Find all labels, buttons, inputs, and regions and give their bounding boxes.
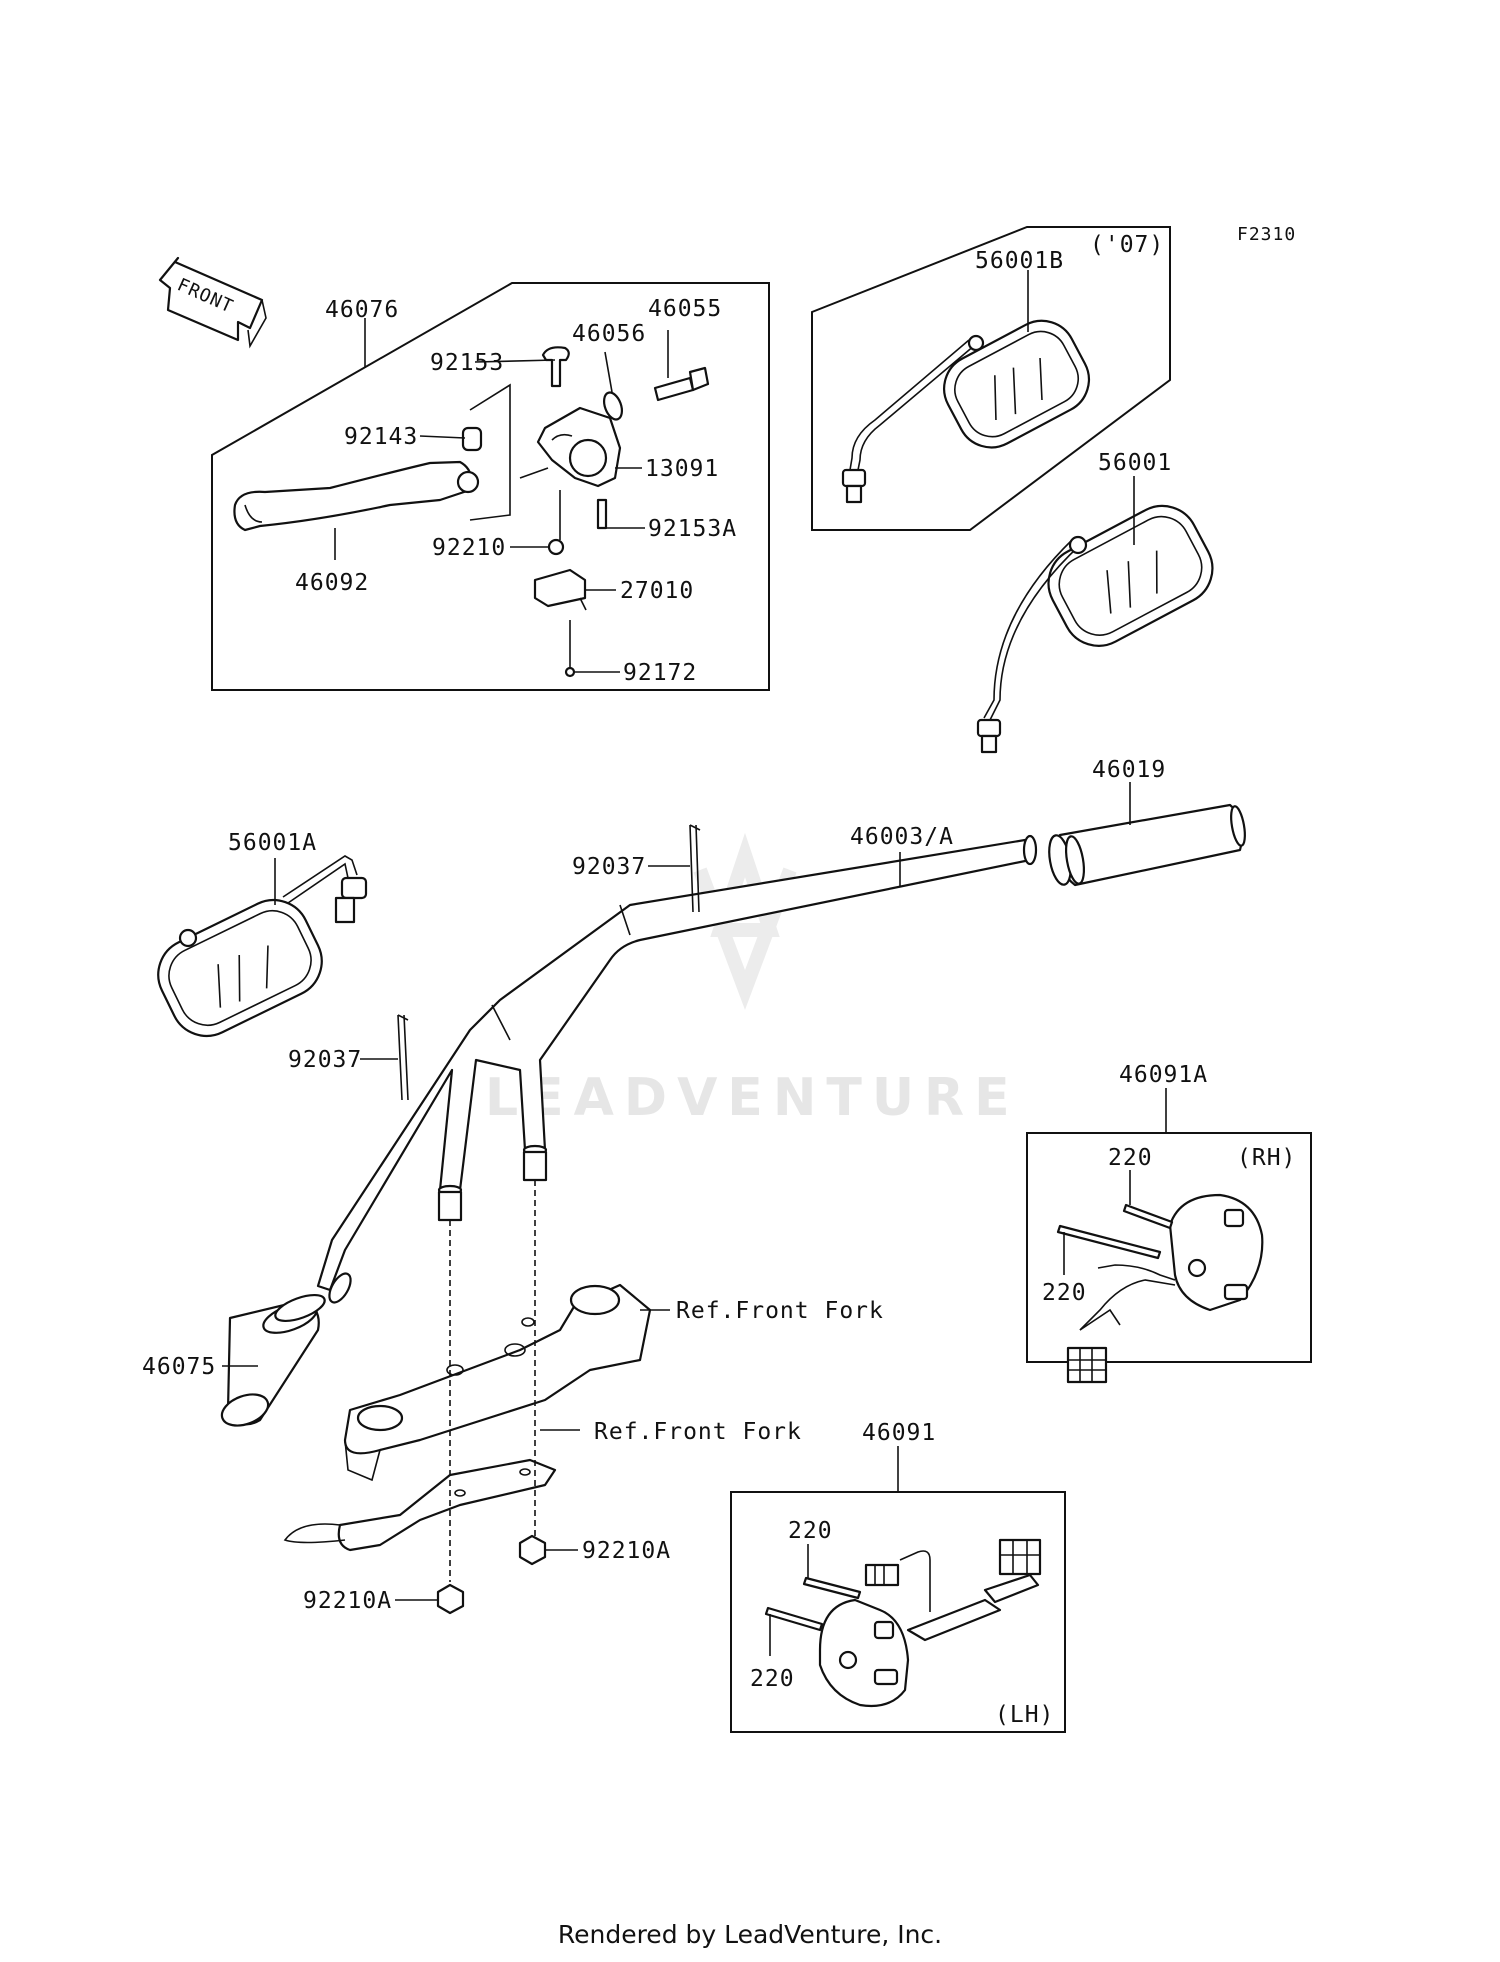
nut-92210A-left — [436, 1583, 465, 1615]
diagram-code: F2310 — [1237, 224, 1296, 245]
year-note: ('07) — [1090, 232, 1164, 258]
label-46091A: 46091A — [1119, 1062, 1208, 1088]
rh-switch-group — [1026, 1132, 1312, 1384]
lower-bracket — [283, 1458, 557, 1552]
label-27010: 27010 — [620, 578, 694, 604]
label-92210A-right: 92210A — [582, 1538, 671, 1564]
clutch-lever-group — [211, 282, 770, 691]
clutch-leaders — [334, 318, 669, 673]
label-46019: 46019 — [1092, 757, 1166, 783]
mirror-56001 — [976, 504, 1214, 754]
ref-front-fork-label-2: Ref.Front Fork — [594, 1419, 802, 1445]
label-92210: 92210 — [432, 535, 506, 561]
handlebar-46003A — [316, 834, 1038, 1304]
label-56001: 56001 — [1098, 450, 1172, 476]
lh-switch-housing — [818, 1598, 910, 1708]
screw-220-rh-bottom — [1056, 1224, 1162, 1260]
lh-connector-small-icon — [864, 1563, 900, 1587]
screw-220-lh-top — [802, 1576, 862, 1600]
grip-46019 — [1048, 803, 1246, 887]
screw-220-rh-top — [1122, 1203, 1174, 1230]
label-92153A: 92153A — [648, 516, 737, 542]
label-56001A: 56001A — [228, 830, 317, 856]
mirror-56001A — [157, 855, 368, 1037]
label-220-lh-top: 220 — [788, 1518, 833, 1544]
switch-27010 — [533, 568, 587, 608]
label-46092: 46092 — [295, 570, 369, 596]
mirror-07-group — [811, 226, 1171, 531]
clip-92037-top — [689, 824, 701, 913]
side-rh: (RH) — [1237, 1145, 1296, 1171]
rh-connector-icon — [1066, 1346, 1108, 1384]
mirror-56001B — [943, 319, 1090, 449]
front-arrow-icon: FRONT — [158, 256, 267, 349]
rh-switch-housing — [1168, 1193, 1264, 1312]
side-lh: (LH) — [995, 1702, 1054, 1728]
label-13091: 13091 — [645, 456, 719, 482]
upper-holder — [343, 1283, 652, 1482]
label-46056: 46056 — [572, 321, 646, 347]
label-92037-top: 92037 — [572, 854, 646, 880]
label-220-rh-top: 220 — [1108, 1145, 1153, 1171]
clip-92037-left — [397, 1014, 409, 1101]
label-92037-left: 92037 — [288, 1047, 362, 1073]
clutch-lever-box — [211, 282, 770, 691]
rh-switch-box — [1026, 1132, 1312, 1363]
label-46076: 46076 — [325, 297, 399, 323]
grip-46075 — [220, 1293, 326, 1427]
watermark-text: LEADVENTURE — [485, 1068, 1020, 1128]
label-92153: 92153 — [430, 350, 504, 376]
label-46091: 46091 — [862, 1420, 936, 1446]
label-92143: 92143 — [344, 424, 418, 450]
lh-connector-icon — [998, 1538, 1042, 1576]
nut-92210A-right — [518, 1534, 547, 1566]
mirror-07-box — [811, 226, 1171, 531]
ref-front-fork-label-1: Ref.Front Fork — [676, 1298, 884, 1324]
label-92210A-left: 92210A — [303, 1588, 392, 1614]
screw-46055 — [653, 376, 695, 402]
footer-credit: Rendered by LeadVenture, Inc. — [557, 1920, 943, 1949]
label-46075: 46075 — [142, 1354, 216, 1380]
label-46055: 46055 — [648, 296, 722, 322]
label-220-rh-bottom: 220 — [1042, 1280, 1087, 1306]
label-56001B: 56001B — [975, 248, 1064, 274]
label-46003A: 46003/A — [850, 824, 954, 850]
bolt-92153 — [541, 346, 570, 388]
label-92172: 92172 — [623, 660, 697, 686]
label-220-lh-bottom: 220 — [750, 1666, 795, 1692]
clutch-lever-46092 — [233, 460, 473, 532]
screw-220-lh-bottom — [764, 1606, 824, 1632]
lh-switch-group — [730, 1491, 1066, 1733]
